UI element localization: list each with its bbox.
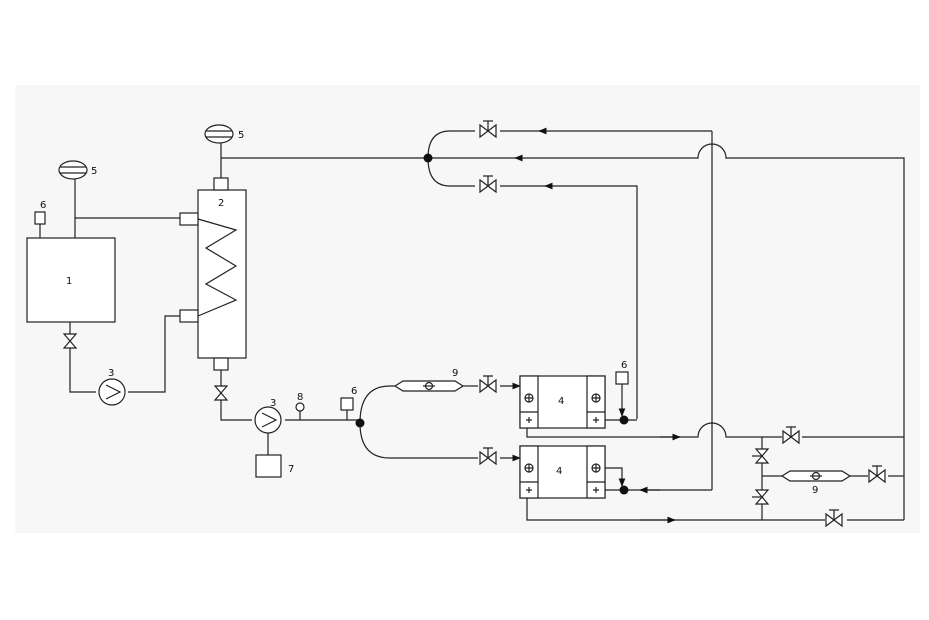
valve-right-drain xyxy=(782,426,800,445)
valve-tank-bottom xyxy=(62,333,78,349)
sensor-line-label: 6 xyxy=(351,386,357,397)
flowmeter-right-label: 9 xyxy=(812,485,818,496)
junctions xyxy=(355,153,629,495)
flowmeter-top-label: 9 xyxy=(452,368,458,379)
motor: 7 xyxy=(255,454,294,478)
gauge-top: 5 xyxy=(204,124,244,144)
pipe-split-to-flowmeter xyxy=(359,385,395,424)
pump-right-label: 3 xyxy=(270,398,276,409)
junction-module-bottom xyxy=(619,485,629,495)
pipe-module-bottom-drain xyxy=(526,498,825,521)
piping xyxy=(69,127,905,524)
sensor-module-label: 6 xyxy=(621,360,627,371)
pipe-exchanger-bottom xyxy=(220,358,252,421)
module-top: 4 xyxy=(519,375,606,429)
pump-left: 3 xyxy=(98,368,126,406)
pipe-middle-line xyxy=(428,143,905,520)
sensor-line: 6 xyxy=(340,386,357,411)
tank: 1 xyxy=(26,237,116,323)
flowmeter-right: 9 xyxy=(780,470,852,496)
indicator: 8 xyxy=(295,392,305,412)
sensor-module: 6 xyxy=(615,360,629,398)
flowmeter-top: 9 xyxy=(393,368,465,392)
valve-top-lower xyxy=(479,175,497,194)
valve-flowmeter-right xyxy=(868,465,886,484)
valve-module-top-inlet xyxy=(479,375,497,394)
tank-label: 1 xyxy=(66,276,72,287)
pipe-split-to-module-bottom xyxy=(359,422,478,459)
gauge-left: 5 xyxy=(58,160,97,180)
sensor-tank: 6 xyxy=(34,200,46,238)
valve-exchanger-bottom xyxy=(213,385,229,401)
diagram-background xyxy=(15,85,920,533)
exchanger-label: 2 xyxy=(218,198,224,209)
indicator-label: 8 xyxy=(297,392,303,403)
pipe-split-lower xyxy=(427,157,475,187)
module-bottom: 4 xyxy=(519,445,623,499)
pipe-split-upper xyxy=(427,130,475,159)
valve-module-bottom-inlet xyxy=(479,447,497,466)
pump-left-label: 3 xyxy=(108,368,114,379)
valve-bottom-drain xyxy=(825,509,843,528)
valve-bypass-lower xyxy=(752,489,770,505)
valve-bypass-upper xyxy=(752,448,770,464)
motor-label: 7 xyxy=(288,464,294,475)
module-bottom-label: 4 xyxy=(556,466,562,477)
pipe-pump-to-exchanger xyxy=(128,315,180,393)
junction-top xyxy=(423,153,433,163)
gauge-left-label: 5 xyxy=(91,166,97,177)
valve-top-upper xyxy=(479,120,497,139)
sensor-tank-label: 6 xyxy=(40,200,46,211)
pump-right: 3 xyxy=(254,398,282,434)
pipe-module-top-drain xyxy=(526,422,782,438)
module-top-label: 4 xyxy=(558,396,564,407)
junction-module-top xyxy=(619,415,629,425)
junction-middle xyxy=(355,418,365,428)
exchanger: 2 xyxy=(179,177,247,371)
gauge-top-label: 5 xyxy=(238,130,244,141)
